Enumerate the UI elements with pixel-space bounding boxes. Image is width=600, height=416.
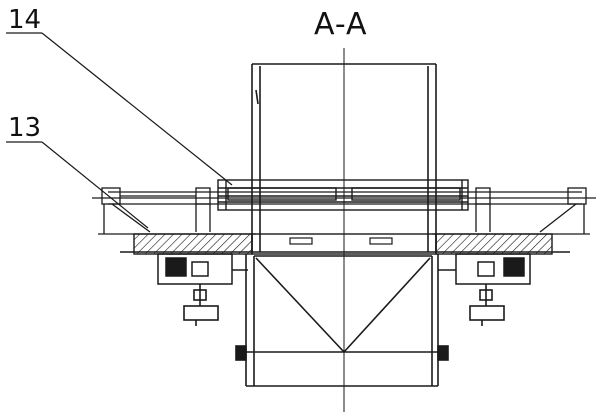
base-plate	[120, 233, 570, 255]
gate-assembly	[217, 179, 469, 211]
callout-14-label: 14	[8, 5, 41, 35]
section-title: A-A	[314, 7, 368, 42]
drive-unit-right	[438, 253, 531, 285]
leveling-foot-right	[469, 284, 505, 326]
callout-14: 14	[6, 5, 233, 186]
callout-13: 13	[6, 113, 149, 229]
callout-13-label: 13	[8, 113, 41, 143]
hopper-upper	[251, 63, 437, 252]
drive-unit-left	[157, 253, 248, 285]
leveling-foot-left	[183, 284, 219, 326]
guide-rails	[92, 187, 596, 205]
leader-line-13	[41, 141, 149, 229]
hopper-lower	[235, 254, 449, 387]
leader-line-14	[41, 32, 233, 186]
